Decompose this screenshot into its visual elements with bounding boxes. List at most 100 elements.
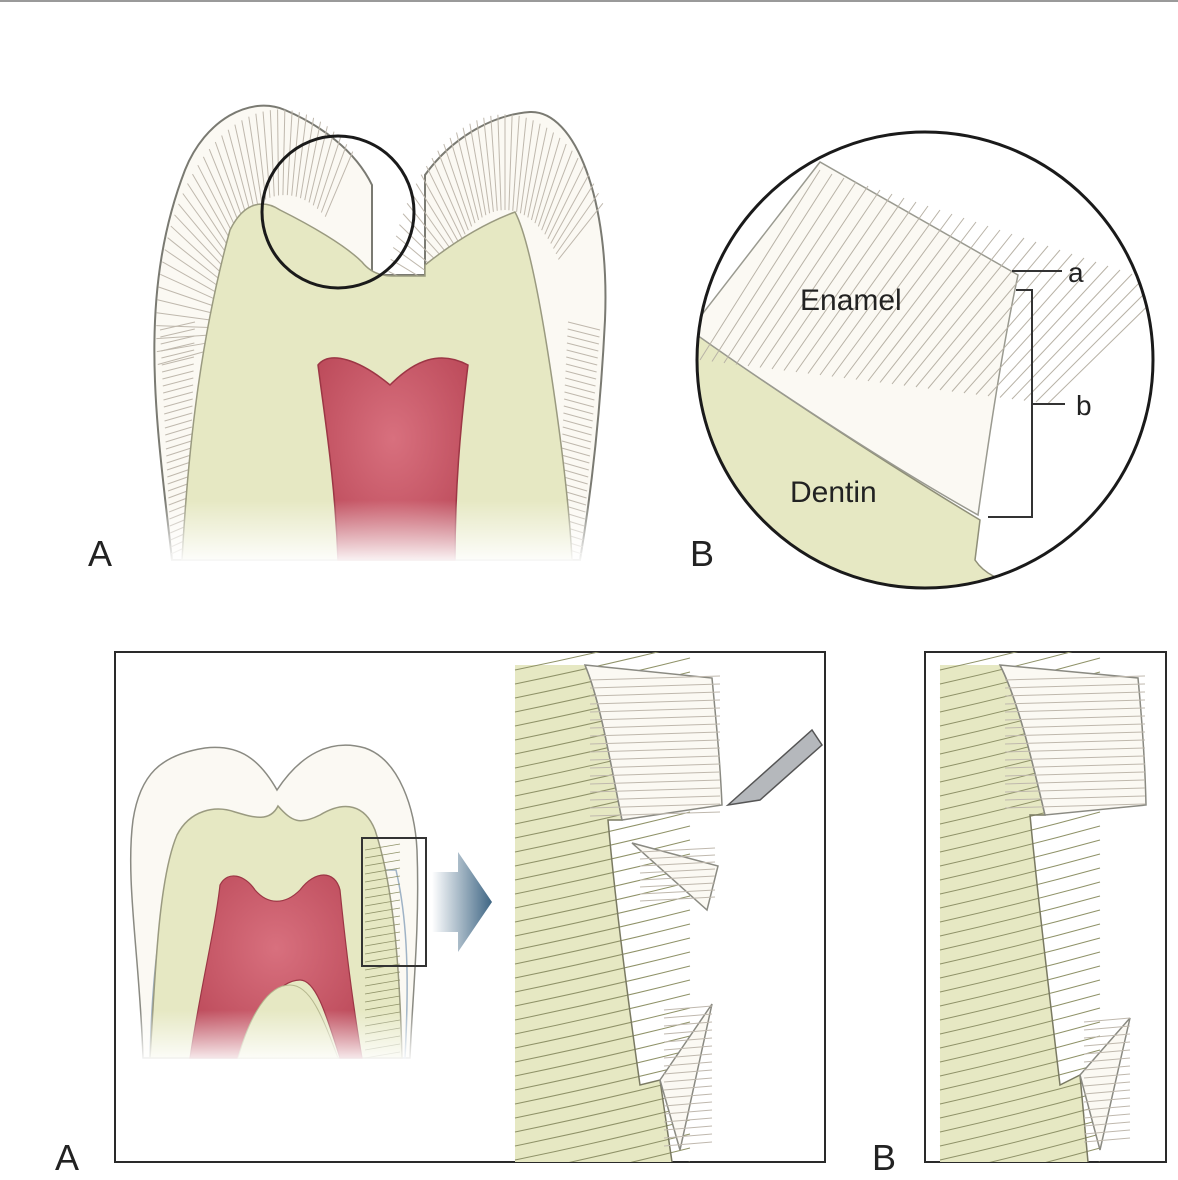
enamel-rod bbox=[589, 779, 721, 785]
enamel-rod bbox=[167, 237, 218, 279]
enamel-rod bbox=[320, 144, 348, 213]
top-panel-b-magnified bbox=[695, 130, 1155, 590]
magnified-enamel-rod bbox=[867, 225, 989, 382]
enamel-rod bbox=[241, 120, 259, 205]
dentin-tubule bbox=[514, 937, 691, 979]
enamel-rod bbox=[449, 137, 476, 224]
dentin-tubule bbox=[514, 1049, 691, 1091]
enamel-rod bbox=[437, 150, 469, 231]
enamel-rod bbox=[589, 755, 721, 761]
small-molar-fade bbox=[135, 1010, 435, 1065]
dentin-tubule bbox=[939, 965, 1101, 1007]
dentin-tubule bbox=[514, 811, 691, 853]
enamel-rod bbox=[663, 1021, 713, 1027]
dentin-tubule bbox=[514, 909, 691, 951]
enamel-rod bbox=[420, 174, 460, 244]
dentin-tubule bbox=[514, 993, 691, 1035]
dentin-tubule bbox=[514, 965, 691, 1007]
dentin-tubule bbox=[939, 1049, 1101, 1091]
enamel-rod bbox=[1083, 1129, 1131, 1135]
enamel-rod bbox=[1083, 1041, 1131, 1047]
bottom-panel-a-label: A bbox=[55, 1137, 79, 1178]
enamel-rod bbox=[462, 127, 483, 218]
enamel-rod bbox=[589, 699, 721, 705]
dentin-tubule bbox=[939, 652, 1073, 685]
enamel-rod bbox=[1004, 739, 1146, 745]
dentin-tubule bbox=[939, 652, 1019, 671]
enamel-rod bbox=[534, 137, 561, 224]
enamel-rod bbox=[567, 321, 601, 331]
enamel-rod bbox=[1083, 1105, 1131, 1111]
enamel-rod bbox=[567, 328, 600, 338]
enamel-rod bbox=[1083, 1049, 1131, 1055]
enamel-rod bbox=[308, 126, 328, 203]
enamel-rod bbox=[1083, 1081, 1131, 1087]
small-molar-tubule bbox=[364, 995, 401, 1003]
enamel-rod bbox=[164, 419, 193, 429]
dentin-tubule bbox=[1098, 1161, 1100, 1162]
enamel-rod bbox=[163, 398, 193, 408]
enamel-rod bbox=[639, 861, 716, 867]
enamel-rod bbox=[1083, 1137, 1131, 1143]
dentin-tubule bbox=[939, 839, 1101, 881]
enamel-rod bbox=[160, 328, 195, 338]
magnified-enamel-rod bbox=[987, 265, 1109, 397]
enamel-rod bbox=[1004, 683, 1146, 689]
enamel-fragment bbox=[631, 842, 719, 912]
enamel-rod bbox=[1004, 803, 1146, 809]
dentin-tubule bbox=[514, 1007, 691, 1049]
enamel-rod bbox=[563, 412, 593, 422]
enamel-rod bbox=[512, 115, 520, 211]
enamel-rod bbox=[564, 391, 595, 401]
dentin-tubule bbox=[514, 951, 691, 993]
enamel-rod bbox=[1004, 731, 1146, 737]
enamel-rod bbox=[248, 116, 263, 202]
enamel-rod bbox=[164, 405, 193, 415]
enamel-rod bbox=[519, 120, 534, 214]
detail-lower-enamel-rods bbox=[663, 1005, 713, 1147]
enamel-rod bbox=[227, 129, 251, 212]
enamel-rod bbox=[562, 426, 592, 436]
enamel-rod bbox=[558, 202, 604, 260]
enamel-rod bbox=[1004, 771, 1146, 777]
enamel-rod bbox=[639, 882, 716, 888]
enamel-rod bbox=[663, 1013, 713, 1019]
enamel-rod bbox=[589, 723, 721, 729]
enamel-rod bbox=[1083, 1121, 1131, 1127]
enamel-rod bbox=[663, 1029, 713, 1035]
enamel-rod bbox=[562, 419, 593, 429]
enamel-rod bbox=[156, 312, 214, 321]
enamel-rod bbox=[282, 109, 286, 196]
enamel-rod bbox=[187, 183, 229, 246]
dentin-tubule bbox=[939, 811, 1101, 853]
enamel-rod bbox=[562, 433, 592, 443]
marker-b-label: b bbox=[1076, 390, 1092, 421]
dentin-tubule bbox=[514, 839, 691, 881]
enamel-rod bbox=[1004, 779, 1146, 785]
magnified-enamel-rod bbox=[831, 213, 953, 377]
small-molar-tubule bbox=[364, 883, 401, 891]
magnified-enamel-rod bbox=[759, 189, 881, 368]
dentin-tubule bbox=[939, 1105, 1101, 1147]
enamel-rod bbox=[161, 363, 194, 373]
hand-instrument-icon bbox=[725, 728, 823, 807]
small-molar-tubule bbox=[364, 843, 401, 851]
enamel-rod bbox=[214, 141, 244, 220]
enamel-rod bbox=[157, 299, 214, 314]
small-molar-tubule bbox=[364, 947, 401, 955]
enamel-rod bbox=[589, 795, 721, 801]
enamel-fragment-rods bbox=[639, 847, 716, 902]
small-molar-tubule bbox=[364, 899, 401, 907]
enamel-rod bbox=[178, 203, 224, 258]
enamel-rod bbox=[563, 405, 594, 415]
magnify-circle bbox=[260, 134, 416, 290]
enamel-rod bbox=[490, 115, 498, 211]
enamel-rod bbox=[561, 454, 590, 464]
small-molar-tubule bbox=[364, 875, 401, 883]
enamel-rod bbox=[565, 363, 597, 373]
magnified-enamel-rod bbox=[771, 193, 893, 370]
dentin-tubule bbox=[939, 993, 1101, 1035]
magnified-enamel-rod bbox=[927, 245, 1049, 389]
bottom-panel-b-content bbox=[939, 652, 1147, 1162]
enamel-rod bbox=[537, 143, 567, 227]
